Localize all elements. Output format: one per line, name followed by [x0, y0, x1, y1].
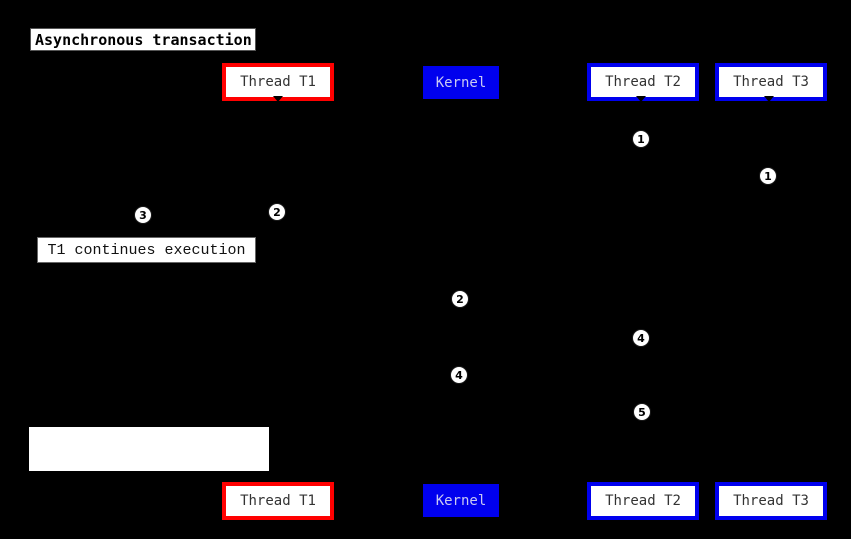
- step-marker-number: 1: [764, 169, 772, 183]
- lifeline-label: Thread T1: [240, 74, 316, 90]
- step-marker-number: 2: [456, 292, 464, 306]
- step-marker-number: 4: [637, 331, 645, 345]
- note-text: T1 continues execution: [47, 241, 246, 259]
- lifeline-label: Thread T2: [605, 493, 681, 509]
- arrowhead-icon: [763, 476, 775, 484]
- step-marker: 2: [268, 203, 286, 221]
- lifeline-notch-icon: [636, 96, 646, 102]
- diagram-title: Asynchronous transaction: [30, 28, 256, 51]
- step-marker: 5: [633, 403, 651, 421]
- step-marker: 2: [451, 290, 469, 308]
- lifeline-label: Thread T3: [733, 493, 809, 509]
- diagram-title-text: Asynchronous transaction: [35, 30, 252, 49]
- lifeline-head-thread-t3-top: Thread T3: [715, 63, 827, 101]
- lifeline-label: Kernel: [435, 492, 487, 509]
- lifeline-notch-icon: [764, 96, 774, 102]
- step-marker: 4: [632, 329, 650, 347]
- blank-note-box: [29, 427, 269, 471]
- lifeline-head-thread-t3-bottom: Thread T3: [715, 482, 827, 520]
- arrowhead-icon: [271, 476, 283, 484]
- lifeline-label: Thread T2: [605, 74, 681, 90]
- arrowhead-icon: [635, 476, 647, 484]
- step-marker: 4: [450, 366, 468, 384]
- step-marker-number: 5: [638, 405, 646, 419]
- step-marker-number: 1: [637, 132, 645, 146]
- step-marker-number: 2: [273, 205, 281, 219]
- lifeline-label: Thread T3: [733, 74, 809, 90]
- lifeline-head-thread-t1-bottom: Thread T1: [222, 482, 334, 520]
- step-marker: 3: [134, 206, 152, 224]
- lifeline-label: Thread T1: [240, 493, 316, 509]
- lifeline-head-kernel-top: Kernel: [423, 66, 499, 99]
- step-marker: 1: [759, 167, 777, 185]
- step-marker-number: 3: [139, 208, 147, 222]
- lifeline-head-kernel-bottom: Kernel: [423, 484, 499, 517]
- note-t1-continues: T1 continues execution: [37, 237, 256, 263]
- step-marker-number: 4: [455, 368, 463, 382]
- step-marker: 1: [632, 130, 650, 148]
- lifeline-notch-icon: [273, 96, 283, 102]
- lifeline-head-thread-t2-bottom: Thread T2: [587, 482, 699, 520]
- lifeline-label: Kernel: [435, 74, 487, 91]
